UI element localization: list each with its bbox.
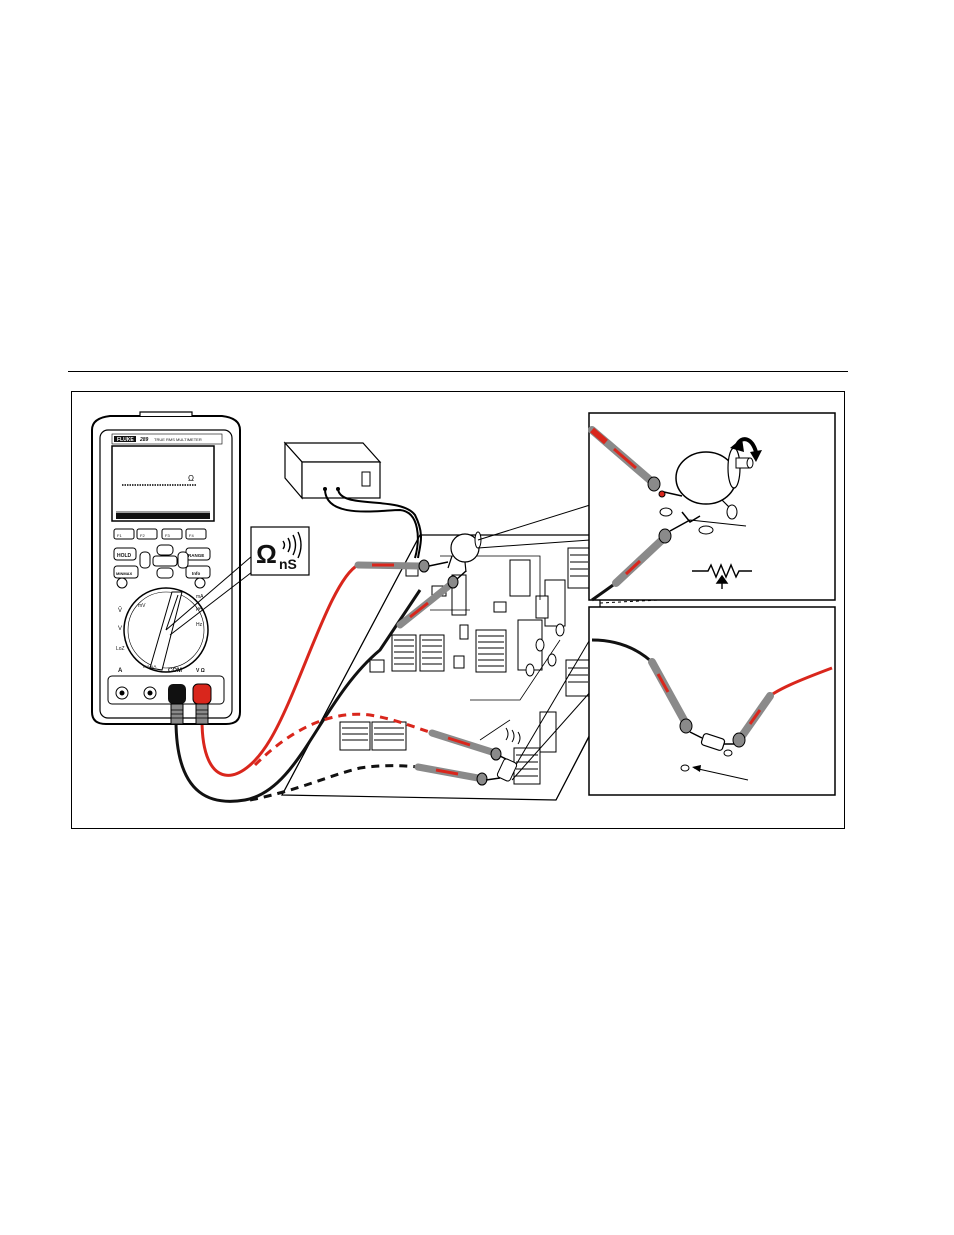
- callout-ns-unit: nS: [279, 556, 297, 572]
- display-symbol: Ω: [188, 474, 194, 483]
- black-plug: [168, 684, 186, 724]
- brand-label: FLUKE: [117, 437, 134, 443]
- hold-button[interactable]: HOLD: [117, 553, 132, 559]
- softkey-f3[interactable]: F3: [165, 533, 170, 538]
- jack-a-label: A: [118, 668, 123, 674]
- jack-ma-label: mA μA: [143, 664, 156, 669]
- red-plug: [193, 684, 211, 724]
- inset-resistor: [589, 607, 835, 795]
- subtitle-label: TRUE RMS MULTIMETER: [154, 437, 202, 442]
- model-label: 289: [139, 437, 149, 443]
- dial-mv-label: mV: [138, 603, 146, 609]
- callout-ohm-symbol: Ω: [256, 539, 277, 569]
- jack-com-label: COM: [168, 668, 182, 674]
- dial-vac-label: Ṽ: [118, 607, 122, 614]
- dial-loz-label: LoZ: [116, 646, 125, 652]
- inset-potentiometer: [589, 413, 835, 603]
- dial-hz-label: Hz: [196, 622, 203, 628]
- jack-vohm-label: V Ω: [196, 668, 205, 674]
- circuit-board: [282, 535, 600, 800]
- softkey-f2[interactable]: F2: [140, 533, 145, 538]
- softkey-f1[interactable]: F1: [117, 533, 122, 538]
- power-supply-box: [285, 443, 380, 498]
- softkey-f4[interactable]: F4: [189, 533, 194, 538]
- dial-vdc-label: V: [118, 626, 122, 632]
- multimeter: [92, 412, 240, 724]
- minmax-button[interactable]: MINMAX: [116, 571, 133, 576]
- info-button[interactable]: Info: [192, 571, 200, 576]
- range-button[interactable]: RANGE: [188, 553, 204, 558]
- dial-ma-label: mA: [196, 594, 204, 600]
- function-callout: Ω nS: [251, 527, 309, 575]
